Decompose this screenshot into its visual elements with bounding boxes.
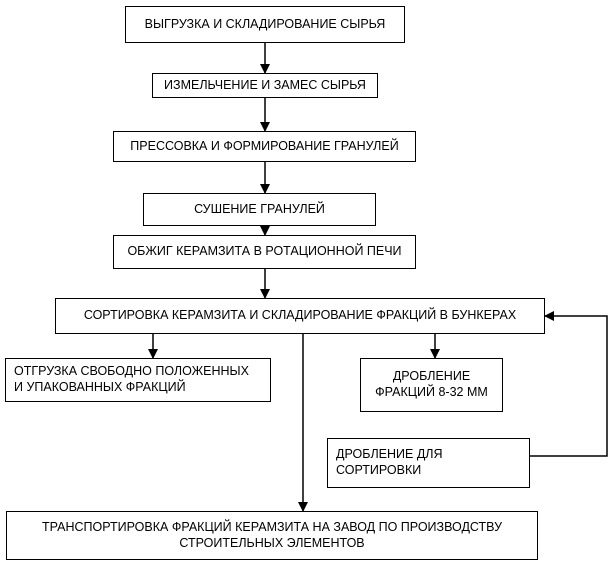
step-crushing-fractions-box: ДРОБЛЕНИЕ ФРАКЦИЙ 8-32 ММ: [360, 358, 503, 412]
step-pressing-box: ПРЕССОВКА И ФОРМИРОВАНИЕ ГРАНУЛЕЙ: [113, 131, 416, 162]
step-drying-box: СУШЕНИЕ ГРАНУЛЕЙ: [143, 193, 376, 226]
step-drying-label: СУШЕНИЕ ГРАНУЛЕЙ: [194, 201, 325, 216]
step-unloading-box: ВЫГРУЗКА И СКЛАДИРОВАНИЕ СЫРЬЯ: [125, 6, 405, 43]
step-firing-label: ОБЖИГ КЕРАМЗИТА В РОТАЦИОННОЙ ПЕЧИ: [127, 244, 402, 259]
arrow-crushing-for-sorting-feedback: [530, 311, 608, 457]
step-sorting-label: СОРТИРОВКА КЕРАМЗИТА И СКЛАДИРОВАНИЕ ФРА…: [83, 308, 517, 323]
step-crushing-fractions-label: ДРОБЛЕНИЕ ФРАКЦИЙ 8-32 ММ: [375, 369, 488, 399]
step-shipping-label: ОТГРУЗКА СВОБОДНО ПОЛОЖЕННЫХ И УПАКОВАНН…: [14, 364, 249, 394]
step-firing-box: ОБЖИГ КЕРАМЗИТА В РОТАЦИОННОЙ ПЕЧИ: [113, 235, 416, 269]
step-transport-box: ТРАНСПОРТИРОВКА ФРАКЦИЙ КЕРАМЗИТА НА ЗАВ…: [6, 511, 538, 560]
step-unloading-label: ВЫГРУЗКА И СКЛАДИРОВАНИЕ СЫРЬЯ: [144, 16, 386, 31]
step-pressing-label: ПРЕССОВКА И ФОРМИРОВАНИЕ ГРАНУЛЕЙ: [130, 138, 399, 153]
step-crushing-for-sorting-box: ДРОБЛЕНИЕ ДЛЯ СОРТИРОВКИ: [327, 438, 530, 488]
step-crushing-for-sorting-label: ДРОБЛЕНИЕ ДЛЯ СОРТИРОВКИ: [336, 447, 443, 477]
step-transport-label: ТРАНСПОРТИРОВКА ФРАКЦИЙ КЕРАМЗИТА НА ЗАВ…: [41, 519, 503, 550]
step-sorting-box: СОРТИРОВКА КЕРАМЗИТА И СКЛАДИРОВАНИЕ ФРА…: [55, 298, 545, 334]
step-grinding-box: ИЗМЕЛЬЧЕНИЕ И ЗАМЕС СЫРЬЯ: [152, 73, 378, 98]
step-shipping-box: ОТГРУЗКА СВОБОДНО ПОЛОЖЕННЫХ И УПАКОВАНН…: [5, 358, 271, 402]
step-grinding-label: ИЗМЕЛЬЧЕНИЕ И ЗАМЕС СЫРЬЯ: [164, 77, 366, 92]
